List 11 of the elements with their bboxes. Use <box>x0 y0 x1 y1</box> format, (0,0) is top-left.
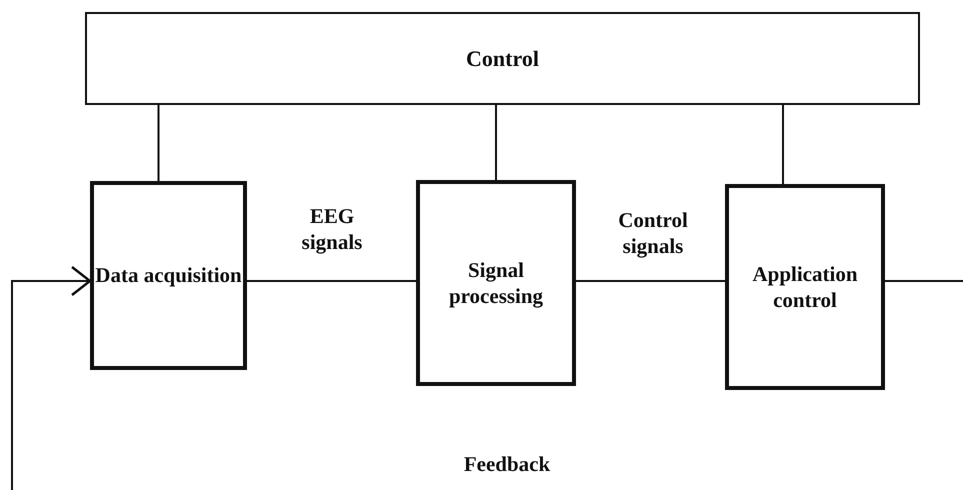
process-box: Application control <box>725 184 885 390</box>
connector-line <box>158 105 160 181</box>
connector-line <box>576 280 725 282</box>
process-box: Data acquisition <box>90 181 247 370</box>
connector-line <box>495 105 497 180</box>
arrow <box>11 266 92 490</box>
process-box: Signal processing <box>416 180 576 386</box>
process-box: Control <box>85 12 920 105</box>
connector-line <box>247 280 416 282</box>
connector-line <box>885 280 963 282</box>
connector-line <box>782 105 784 184</box>
